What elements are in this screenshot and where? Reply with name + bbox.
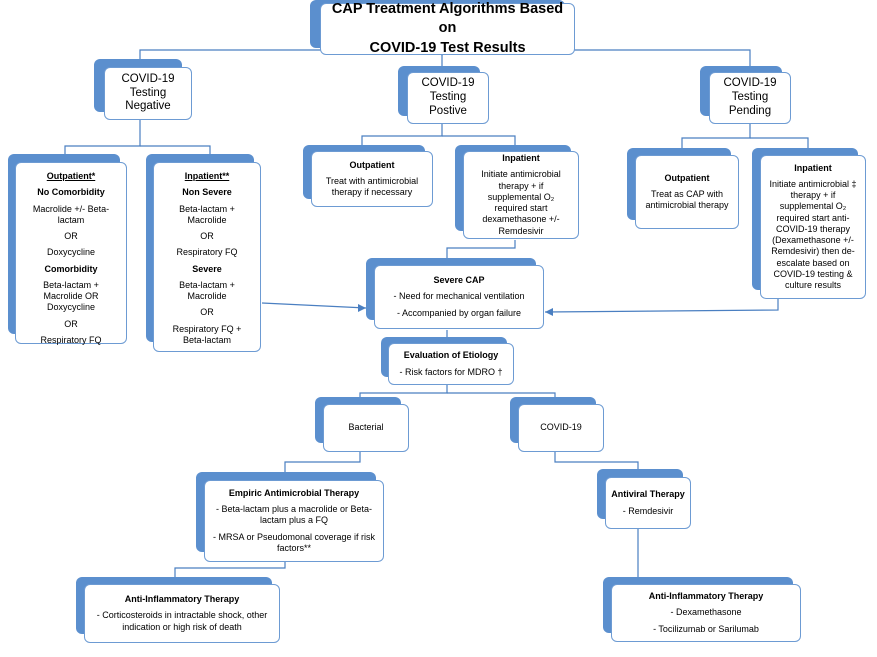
- neg-outpatient-comorbidity: Comorbidity: [44, 263, 98, 274]
- neg-inpatient-regimen-1a: Beta-lactam +: [179, 203, 235, 214]
- pos-inpatient-text-2: therapy + if: [498, 180, 544, 191]
- neg-outpatient-regimen-4: Respiratory FQ: [40, 334, 102, 345]
- neg-inpatient-severe: Severe: [192, 263, 222, 274]
- bacterial-box: Bacterial: [315, 397, 409, 452]
- pend-inpatient-text-3: supplemental O₂: [779, 201, 847, 212]
- pending-heading-3: Pending: [728, 104, 772, 117]
- pend-inpatient-text-5: COVID-19 therapy: [775, 223, 851, 234]
- neg-outpatient-title: Outpatient*: [46, 171, 96, 181]
- etiology-item-1: - Risk factors for MDRO †: [399, 366, 503, 377]
- title-line-1: CAP Treatment Algorithms Based on: [331, 0, 564, 37]
- empiric-item-2a: - MRSA or Pseudomonal coverage if risk: [212, 531, 376, 542]
- pos-inpatient-text-3: supplemental O₂: [487, 191, 555, 202]
- anti-inflammatory-left-box: Anti-Inflammatory Therapy - Corticostero…: [76, 577, 280, 644]
- negative-heading-2: Testing: [129, 86, 167, 99]
- anti-inflam-left-title: Anti-Inflammatory Therapy: [124, 594, 240, 605]
- pos-inpatient-text-1: Initiate antimicrobial: [481, 169, 561, 180]
- pend-outpatient-text-2: antimicrobial therapy: [645, 200, 729, 211]
- positive-inpatient-box: Inpatient Initiate antimicrobial therapy…: [455, 145, 579, 241]
- neg-outpatient-or-1: OR: [64, 231, 78, 241]
- neg-outpatient-regimen-1b: lactam: [57, 214, 85, 225]
- neg-inpatient-non-severe: Non Severe: [182, 187, 232, 198]
- pend-outpatient-text-1: Treat as CAP with: [650, 188, 724, 199]
- neg-outpatient-regimen-1a: Macrolide +/- Beta-: [32, 203, 110, 214]
- positive-heading-3: Postive: [429, 104, 467, 117]
- pend-inpatient-text-2: therapy + if: [790, 190, 836, 201]
- pos-outpatient-text-2: therapy if necessary: [331, 187, 413, 198]
- neg-inpatient-regimen-3b: Macrolide: [187, 291, 227, 301]
- negative-inpatient-box: Inpatient** Non Severe Beta-lactam + Mac…: [146, 154, 262, 354]
- pend-inpatient-text-10: culture results: [784, 280, 842, 291]
- empiric-item-1b: lactam plus a FQ: [259, 515, 329, 526]
- anti-inflam-right-title: Anti-Inflammatory Therapy: [648, 591, 764, 602]
- covid-negative-box: COVID-19 Testing Negative: [94, 59, 194, 122]
- pos-inpatient-text-4: required start: [494, 203, 548, 214]
- pend-inpatient-text-1: Initiate antimicrobial ‡: [769, 178, 857, 189]
- neg-outpatient-or-2: OR: [64, 318, 78, 329]
- covid-positive-box: COVID-19 Testing Postive: [398, 66, 490, 126]
- anti-inflammatory-right-box: Anti-Inflammatory Therapy - Dexamethason…: [603, 577, 801, 643]
- pos-inpatient-text-6: Remdesivir: [498, 225, 544, 236]
- anti-inflam-left-item-1a: - Corticosteroids in intractable shock, …: [96, 610, 268, 621]
- severe-cap-box: Severe CAP - Need for mechanical ventila…: [366, 258, 544, 330]
- severe-cap-item-2: - Accompanied by organ failure: [396, 307, 522, 318]
- covid19-box: COVID-19: [510, 397, 604, 452]
- anti-inflam-right-item-1: - Dexamethasone: [670, 607, 742, 618]
- neg-inpatient-regimen-4a: Respiratory FQ +: [172, 323, 242, 334]
- neg-outpatient-regimen-2: Doxycycline: [46, 247, 95, 258]
- bacterial-label: Bacterial: [348, 422, 384, 433]
- empiric-item-2b: factors**: [276, 542, 311, 553]
- empiric-title: Empiric Antimicrobial Therapy: [228, 487, 360, 498]
- pend-inpatient-text-4: required start anti-: [776, 212, 850, 223]
- neg-outpatient-regimen-3b: Macrolide OR: [43, 291, 99, 301]
- covid-pending-box: COVID-19 Testing Pending: [700, 66, 793, 126]
- neg-outpatient-regimen-3c: Doxycycline: [46, 302, 95, 313]
- negative-heading-3: Negative: [125, 100, 171, 113]
- positive-outpatient-box: Outpatient Treat with antimicrobial ther…: [303, 145, 433, 209]
- etiology-box: Evaluation of Etiology - Risk factors fo…: [381, 337, 514, 385]
- neg-inpatient-regimen-2: Respiratory FQ: [176, 247, 238, 258]
- pend-inpatient-text-9: COVID-19 testing &: [773, 268, 853, 279]
- neg-inpatient-or-2: OR: [200, 307, 214, 318]
- title-box: CAP Treatment Algorithms Based on COVID-…: [310, 0, 575, 58]
- antiviral-item-1: - Remdesivir: [622, 505, 674, 516]
- pend-inpatient-text-6: (Dexamethasone +/-: [772, 235, 854, 246]
- neg-inpatient-title: Inpatient**: [184, 171, 230, 181]
- negative-outpatient-box: Outpatient* No Comorbidity Macrolide +/-…: [8, 154, 128, 346]
- empiric-therapy-box: Empiric Antimicrobial Therapy - Beta-lac…: [196, 472, 384, 562]
- pos-inpatient-title: Inpatient: [502, 153, 540, 164]
- pending-heading-1: COVID-19: [723, 77, 777, 90]
- covid19-label: COVID-19: [540, 422, 582, 433]
- positive-heading-1: COVID-19: [421, 77, 475, 90]
- pending-outpatient-box: Outpatient Treat as CAP with antimicrobi…: [627, 148, 739, 230]
- neg-inpatient-regimen-1b: Macrolide: [187, 214, 227, 225]
- anti-inflam-left-item-1b: indication or high risk of death: [122, 621, 242, 632]
- pend-inpatient-text-7: Remdesivir) then de-: [771, 246, 855, 257]
- pos-outpatient-title: Outpatient: [349, 159, 395, 170]
- negative-heading-1: COVID-19: [121, 72, 175, 85]
- pending-heading-2: Testing: [731, 91, 769, 104]
- pos-outpatient-text-1: Treat with antimicrobial: [325, 175, 419, 186]
- title-line-2: COVID-19 Test Results: [369, 39, 526, 56]
- anti-inflam-right-item-2: - Tocilizumab or Sarilumab: [653, 623, 759, 634]
- antiviral-title: Antiviral Therapy: [611, 489, 685, 500]
- neg-inpatient-regimen-3a: Beta-lactam +: [179, 279, 235, 290]
- neg-inpatient-regimen-4b: Beta-lactam: [182, 334, 232, 345]
- pend-inpatient-title: Inpatient: [794, 162, 832, 173]
- empiric-item-1a: - Beta-lactam plus a macrolide or Beta-: [215, 504, 373, 515]
- pending-inpatient-box: Inpatient Initiate antimicrobial ‡ thera…: [752, 148, 866, 300]
- pos-inpatient-text-5: dexamethasone +/-: [482, 214, 560, 225]
- antiviral-therapy-box: Antiviral Therapy - Remdesivir: [597, 469, 691, 529]
- positive-heading-2: Testing: [429, 91, 467, 104]
- pend-outpatient-title: Outpatient: [664, 172, 710, 183]
- neg-inpatient-or-1: OR: [200, 231, 214, 241]
- pend-inpatient-text-8: escalate based on: [776, 257, 850, 268]
- etiology-title: Evaluation of Etiology: [403, 350, 499, 361]
- severe-cap-title: Severe CAP: [433, 275, 485, 286]
- severe-cap-item-1: - Need for mechanical ventilation: [393, 291, 525, 302]
- neg-outpatient-no-comorbidity: No Comorbidity: [37, 187, 105, 198]
- neg-outpatient-regimen-3a: Beta-lactam +: [43, 279, 99, 290]
